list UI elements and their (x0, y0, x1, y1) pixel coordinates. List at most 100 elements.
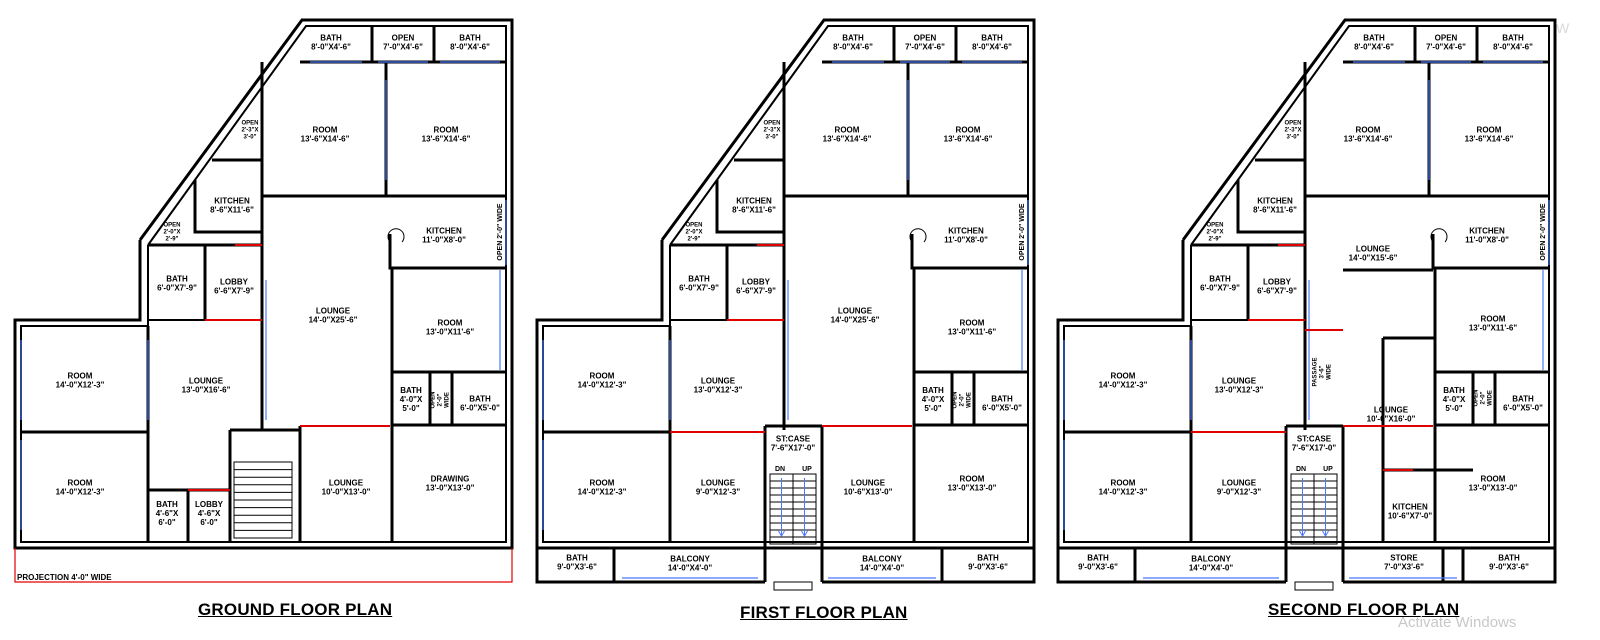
room-name: ROOM (438, 319, 463, 328)
room-dimension: 13'-0"X12'-3" (694, 386, 743, 395)
room-label: UP (802, 466, 812, 473)
kitchen-wall (193, 180, 262, 234)
room-dimension: 13'-0"X13'-0" (426, 484, 475, 493)
room-name: LOUNGE (1222, 377, 1257, 386)
room-dimension: 7'-0"X4'-6" (1426, 43, 1466, 52)
room-dimension: 14'-0"X12'-3" (1099, 488, 1148, 497)
walls-layer (13, 18, 1557, 591)
labels-layer: BATH8'-0"X4'-6"OPEN7'-0"X4'-6"BATH8'-0"X… (17, 34, 1547, 582)
room-name: BALCONY (670, 555, 710, 564)
room-label: OPEN 2'-0" WIDE (1019, 203, 1026, 260)
room-name: OPEN (241, 121, 258, 127)
room-name: KITCHEN (1469, 227, 1505, 236)
room-name: BATH (566, 554, 588, 563)
room-name: OPEN 2'-0" WIDE (497, 203, 504, 260)
kitchen-right-wall (388, 234, 506, 270)
projection-line (14, 548, 513, 583)
room-dimension: 13'-0"X16'-6" (182, 386, 231, 395)
room-label: OPEN 2'-0" WIDE (1540, 203, 1547, 260)
watermark-logo-icon: W (1556, 20, 1570, 36)
room-name: 2'-0" (960, 393, 966, 406)
room-name: LOUNGE (701, 377, 736, 386)
room-name: OPEN 2'-0" WIDE (1540, 203, 1547, 260)
stair-landing (773, 581, 813, 591)
kitchen-arc (387, 228, 405, 243)
room-dimension: 13'-0"X11'-6" (1469, 324, 1518, 333)
room-label: DN (1296, 466, 1306, 473)
room-dimension: 6'-6"X7'-9" (736, 287, 776, 296)
room-name: OPEN (431, 391, 437, 408)
room-dimension: 14'-0"X25'-6" (831, 316, 880, 325)
kitchen-arc (1430, 228, 1448, 243)
room-dimension: 2'-9" (1209, 237, 1222, 243)
room-name: LOBBY (742, 278, 771, 287)
room-dimension: 2'-0"X (164, 230, 181, 236)
room-dimension: 4'-0"X (400, 395, 423, 404)
room-name: ST:CASE (1297, 435, 1332, 444)
room-dimension: 11'-0"X8'-0" (422, 236, 466, 245)
room-name: ROOM (835, 126, 860, 135)
room-dimension: 14'-0"X12'-3" (578, 381, 627, 390)
room-label: OPEN 2'-0" WIDE (497, 203, 504, 260)
room-name: DRAWING (431, 475, 470, 484)
room-dimension: 2'-3"X (1285, 128, 1302, 134)
room-name: OPEN (1284, 121, 1301, 127)
room-dimension: 2'-3"X (242, 128, 259, 134)
room-dimension: 14'-0"X25'-6" (309, 316, 358, 325)
room-name: LOUNGE (329, 479, 364, 488)
room-name: BATH (1363, 34, 1385, 43)
room-name: BATH (1087, 554, 1109, 563)
room-name: OPEN (163, 223, 180, 229)
stair-arrow-dn-head (1299, 530, 1306, 537)
room-name: LOUNGE (851, 479, 886, 488)
room-dimension: 13'-0"X11'-6" (948, 328, 997, 337)
outer-wall-inner (20, 25, 507, 543)
room-name: LOUNGE (1222, 479, 1257, 488)
room-name: DN (775, 466, 785, 473)
room-name: KITCHEN (1392, 503, 1428, 512)
room-dimension: 8'-6"X11'-6" (1253, 206, 1297, 215)
room-name: LOBBY (195, 500, 224, 509)
room-dimension: 7'-0"X4'-6" (905, 43, 945, 52)
room-dimension: 3'-0" (1287, 135, 1300, 141)
room-dimension: 6'-0"X7'-9" (157, 284, 197, 293)
room-name: BATH (166, 275, 188, 284)
room-dimension: 11'-0"X8'-0" (944, 236, 988, 245)
room-dimension: 7'-0"X4'-6" (383, 43, 423, 52)
room-name: LOBBY (220, 278, 249, 287)
room-dimension: 7'-0"X3'-6" (1384, 563, 1424, 572)
